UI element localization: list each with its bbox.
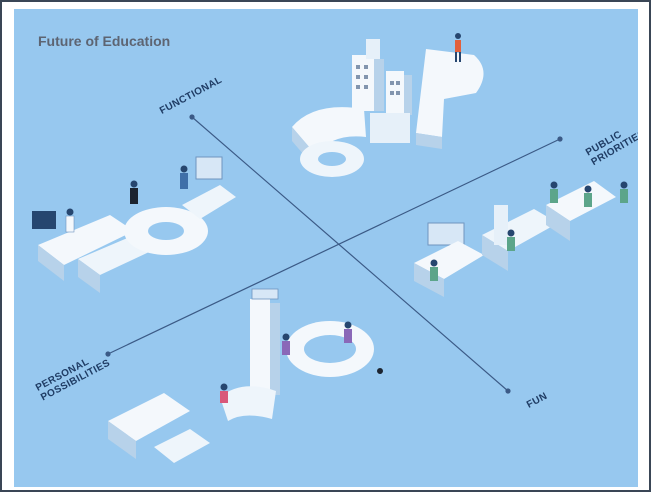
office-letter-n	[182, 185, 236, 219]
play-letter-arc	[220, 386, 276, 421]
axis-endpoint-public	[557, 136, 563, 142]
axis-personal-to-public	[107, 138, 561, 355]
office-people	[65, 165, 188, 233]
city-block-letters	[292, 33, 484, 177]
axis-endpoint-personal	[105, 351, 111, 357]
city-tower-2	[386, 71, 404, 115]
play-letter-blocks	[108, 393, 190, 441]
lab-screen	[427, 222, 465, 246]
city-letter-p	[416, 49, 484, 137]
office-board	[195, 156, 223, 180]
axis-endpoint-functional	[189, 114, 195, 120]
office-letters	[32, 156, 236, 293]
lab-letters	[414, 181, 628, 297]
lab-column	[494, 205, 508, 245]
axis-endpoint-fun	[505, 388, 511, 394]
play-tower	[250, 299, 270, 395]
city-tower-1	[352, 55, 374, 111]
quadrant-panel: Future of Education FUNCTIONAL PUBLIC PR…	[14, 9, 638, 487]
axis-functional-to-fun	[191, 116, 509, 392]
city-person	[455, 33, 461, 62]
lab-people	[430, 181, 628, 281]
quadrant-axes	[107, 116, 561, 392]
play-letters	[108, 288, 383, 463]
page-title: Future of Education	[38, 33, 171, 49]
axis-endpoints	[105, 114, 563, 394]
office-screen	[32, 211, 56, 229]
city-base-ring	[292, 107, 366, 155]
illustration-layer	[32, 33, 628, 463]
city-windows	[356, 65, 400, 95]
lab-letter-r	[546, 181, 616, 221]
play-people	[220, 321, 383, 403]
city-tower-3	[366, 39, 380, 59]
office-letter-base	[38, 215, 134, 265]
